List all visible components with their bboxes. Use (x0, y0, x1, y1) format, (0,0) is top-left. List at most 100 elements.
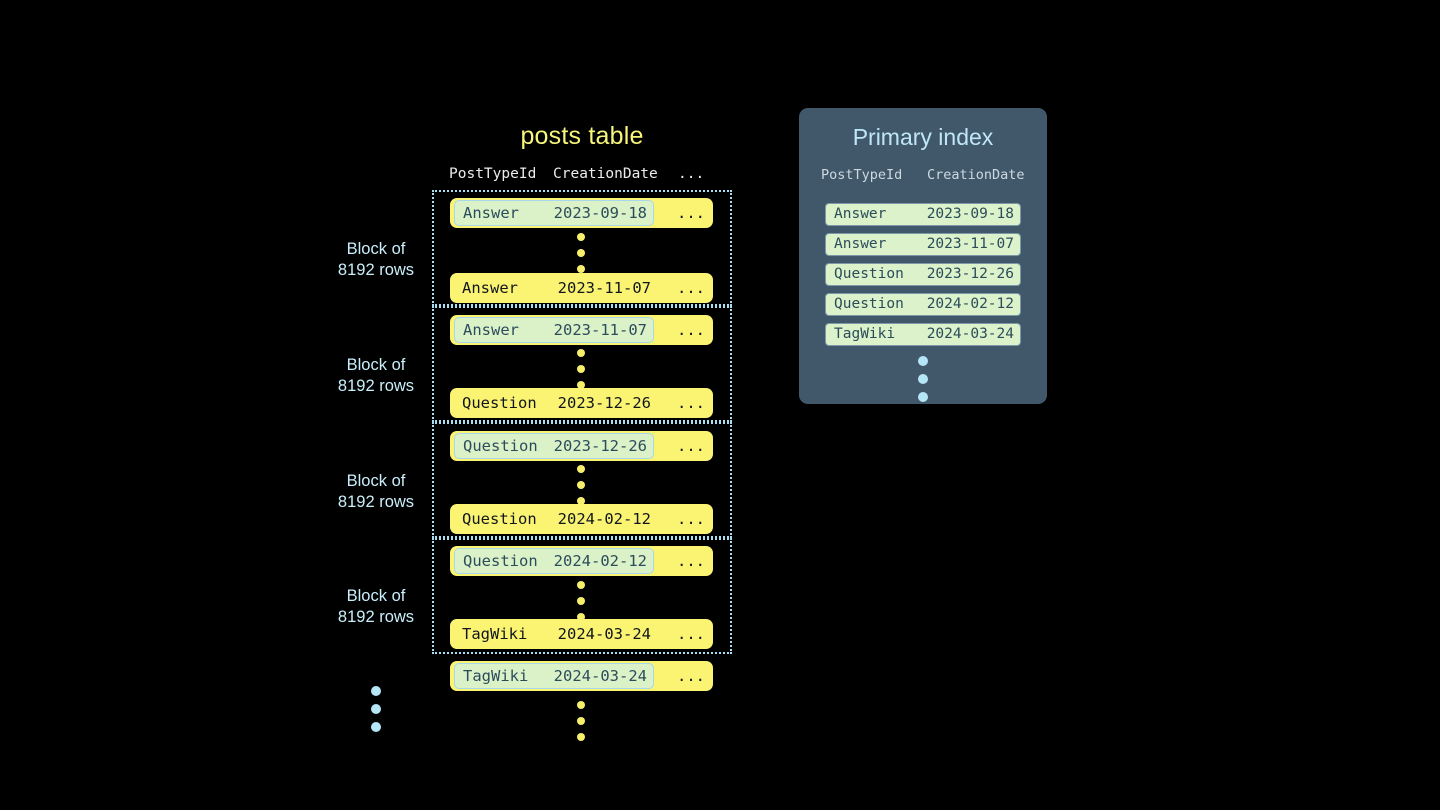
posts-row-date: 2024-02-12 (557, 510, 651, 528)
index-row-date: 2023-12-26 (926, 266, 1014, 282)
index-column-header-creationdate: CreationDate (927, 167, 1025, 183)
posts-row-date: 2024-03-24 (553, 667, 647, 685)
index-column-header-posttypeid: PostTypeId (821, 167, 903, 183)
ellipsis-dot (577, 349, 585, 357)
posts-row-type: Question (462, 510, 537, 528)
posts-row-more: ... (677, 437, 705, 455)
posts-row-more: ... (677, 552, 705, 570)
posts-row-more: ... (677, 394, 705, 412)
ellipsis-dot (918, 356, 928, 366)
ellipsis-dot (577, 265, 585, 273)
posts-row-more: ... (677, 510, 705, 528)
posts-block-2-label: Block of 8192 rows (301, 355, 451, 397)
posts-block-4-label-line1: Block of (346, 587, 406, 605)
posts-block3-vertical-ellipsis (577, 465, 585, 505)
posts-row-block3-first[interactable]: Question 2023-12-26 ... (450, 431, 713, 461)
ellipsis-dot (577, 581, 585, 589)
posts-row-more: ... (677, 279, 705, 297)
posts-block-2 (432, 306, 732, 422)
index-row-type: Answer (834, 236, 887, 252)
index-row-type: Question (834, 266, 904, 282)
ellipsis-dot (577, 717, 585, 725)
posts-row-more: ... (677, 625, 705, 643)
ellipsis-dot (577, 365, 585, 373)
index-row-2[interactable]: Answer 2023-11-07 (825, 233, 1021, 256)
index-mark-highlight (454, 433, 654, 459)
posts-row-date: 2023-11-07 (557, 279, 651, 297)
ellipsis-dot (918, 392, 928, 402)
posts-block-3-label-line2: 8192 rows (337, 493, 415, 511)
posts-row-block2-first[interactable]: Answer 2023-11-07 ... (450, 315, 713, 345)
index-mark-highlight (454, 200, 654, 226)
ellipsis-dot (577, 613, 585, 621)
index-row-type: Answer (834, 206, 887, 222)
ellipsis-dot (577, 481, 585, 489)
posts-row-date: 2023-12-26 (553, 437, 647, 455)
ellipsis-dot (577, 701, 585, 709)
posts-blocks-continuation-ellipsis (371, 686, 381, 732)
posts-row-trailing[interactable]: TagWiki 2024-03-24 ... (450, 661, 713, 691)
index-row-date: 2024-03-24 (926, 326, 1014, 342)
posts-row-more: ... (677, 204, 705, 222)
primary-index-column-headers: PostTypeId CreationDate (821, 167, 1031, 187)
posts-row-type: Question (463, 552, 538, 570)
posts-block-3-label-line1: Block of (346, 472, 406, 490)
posts-block-1-label-line1: Block of (346, 240, 406, 258)
posts-row-date: 2024-03-24 (557, 625, 651, 643)
ellipsis-dot (577, 497, 585, 505)
posts-row-more: ... (677, 667, 705, 685)
posts-row-more: ... (677, 321, 705, 339)
index-mark-highlight (454, 663, 654, 689)
index-row-date: 2024-02-12 (926, 296, 1014, 312)
posts-row-type: Question (463, 437, 538, 455)
posts-row-type: Question (462, 394, 537, 412)
posts-row-block1-first[interactable]: Answer 2023-09-18 ... (450, 198, 713, 228)
posts-row-block2-last[interactable]: Question 2023-12-26 ... (450, 388, 713, 418)
posts-column-header-more: ... (678, 166, 705, 182)
posts-block-4-label: Block of 8192 rows (301, 586, 451, 628)
index-row-date: 2023-09-18 (926, 206, 1014, 222)
posts-block-3-label: Block of 8192 rows (301, 471, 451, 513)
posts-row-date: 2023-09-18 (553, 204, 647, 222)
posts-column-header-posttypeid: PostTypeId (449, 166, 537, 182)
posts-table-bottom-ellipsis (577, 701, 585, 741)
posts-row-block3-last[interactable]: Question 2024-02-12 ... (450, 504, 713, 534)
ellipsis-dot (577, 597, 585, 605)
posts-row-date: 2023-12-26 (557, 394, 651, 412)
primary-index-continuation-ellipsis (918, 356, 928, 402)
index-row-5[interactable]: TagWiki 2024-03-24 (825, 323, 1021, 346)
primary-index-title: Primary index (852, 124, 994, 150)
posts-row-date: 2023-11-07 (553, 321, 647, 339)
posts-block-3 (432, 422, 732, 538)
posts-block-4 (432, 538, 732, 654)
posts-block2-vertical-ellipsis (577, 349, 585, 389)
index-row-type: Question (834, 296, 904, 312)
posts-row-block4-first[interactable]: Question 2024-02-12 ... (450, 546, 713, 576)
posts-row-block4-last[interactable]: TagWiki 2024-03-24 ... (450, 619, 713, 649)
ellipsis-dot (918, 374, 928, 384)
posts-block-1 (432, 190, 732, 306)
posts-row-type: Answer (463, 321, 519, 339)
posts-block-2-label-line2: 8192 rows (337, 377, 415, 395)
ellipsis-dot (371, 722, 381, 732)
index-mark-highlight (454, 548, 654, 574)
posts-table-column-headers: PostTypeId CreationDate ... (449, 166, 715, 186)
posts-row-date: 2024-02-12 (553, 552, 647, 570)
index-row-type: TagWiki (834, 326, 896, 342)
posts-row-type: TagWiki (462, 625, 528, 643)
posts-table-title: posts table (520, 122, 644, 150)
index-row-3[interactable]: Question 2023-12-26 (825, 263, 1021, 286)
posts-row-block1-last[interactable]: Answer 2023-11-07 ... (450, 273, 713, 303)
posts-block-2-label-line1: Block of (346, 356, 406, 374)
ellipsis-dot (577, 249, 585, 257)
posts-row-type: Answer (462, 279, 518, 297)
index-row-date: 2023-11-07 (926, 236, 1014, 252)
posts-column-header-creationdate: CreationDate (553, 166, 658, 182)
ellipsis-dot (577, 465, 585, 473)
index-mark-highlight (454, 317, 654, 343)
posts-block-1-label-line2: 8192 rows (337, 261, 415, 279)
index-row-4[interactable]: Question 2024-02-12 (825, 293, 1021, 316)
index-row-1[interactable]: Answer 2023-09-18 (825, 203, 1021, 226)
posts-block-4-label-line2: 8192 rows (337, 608, 415, 626)
